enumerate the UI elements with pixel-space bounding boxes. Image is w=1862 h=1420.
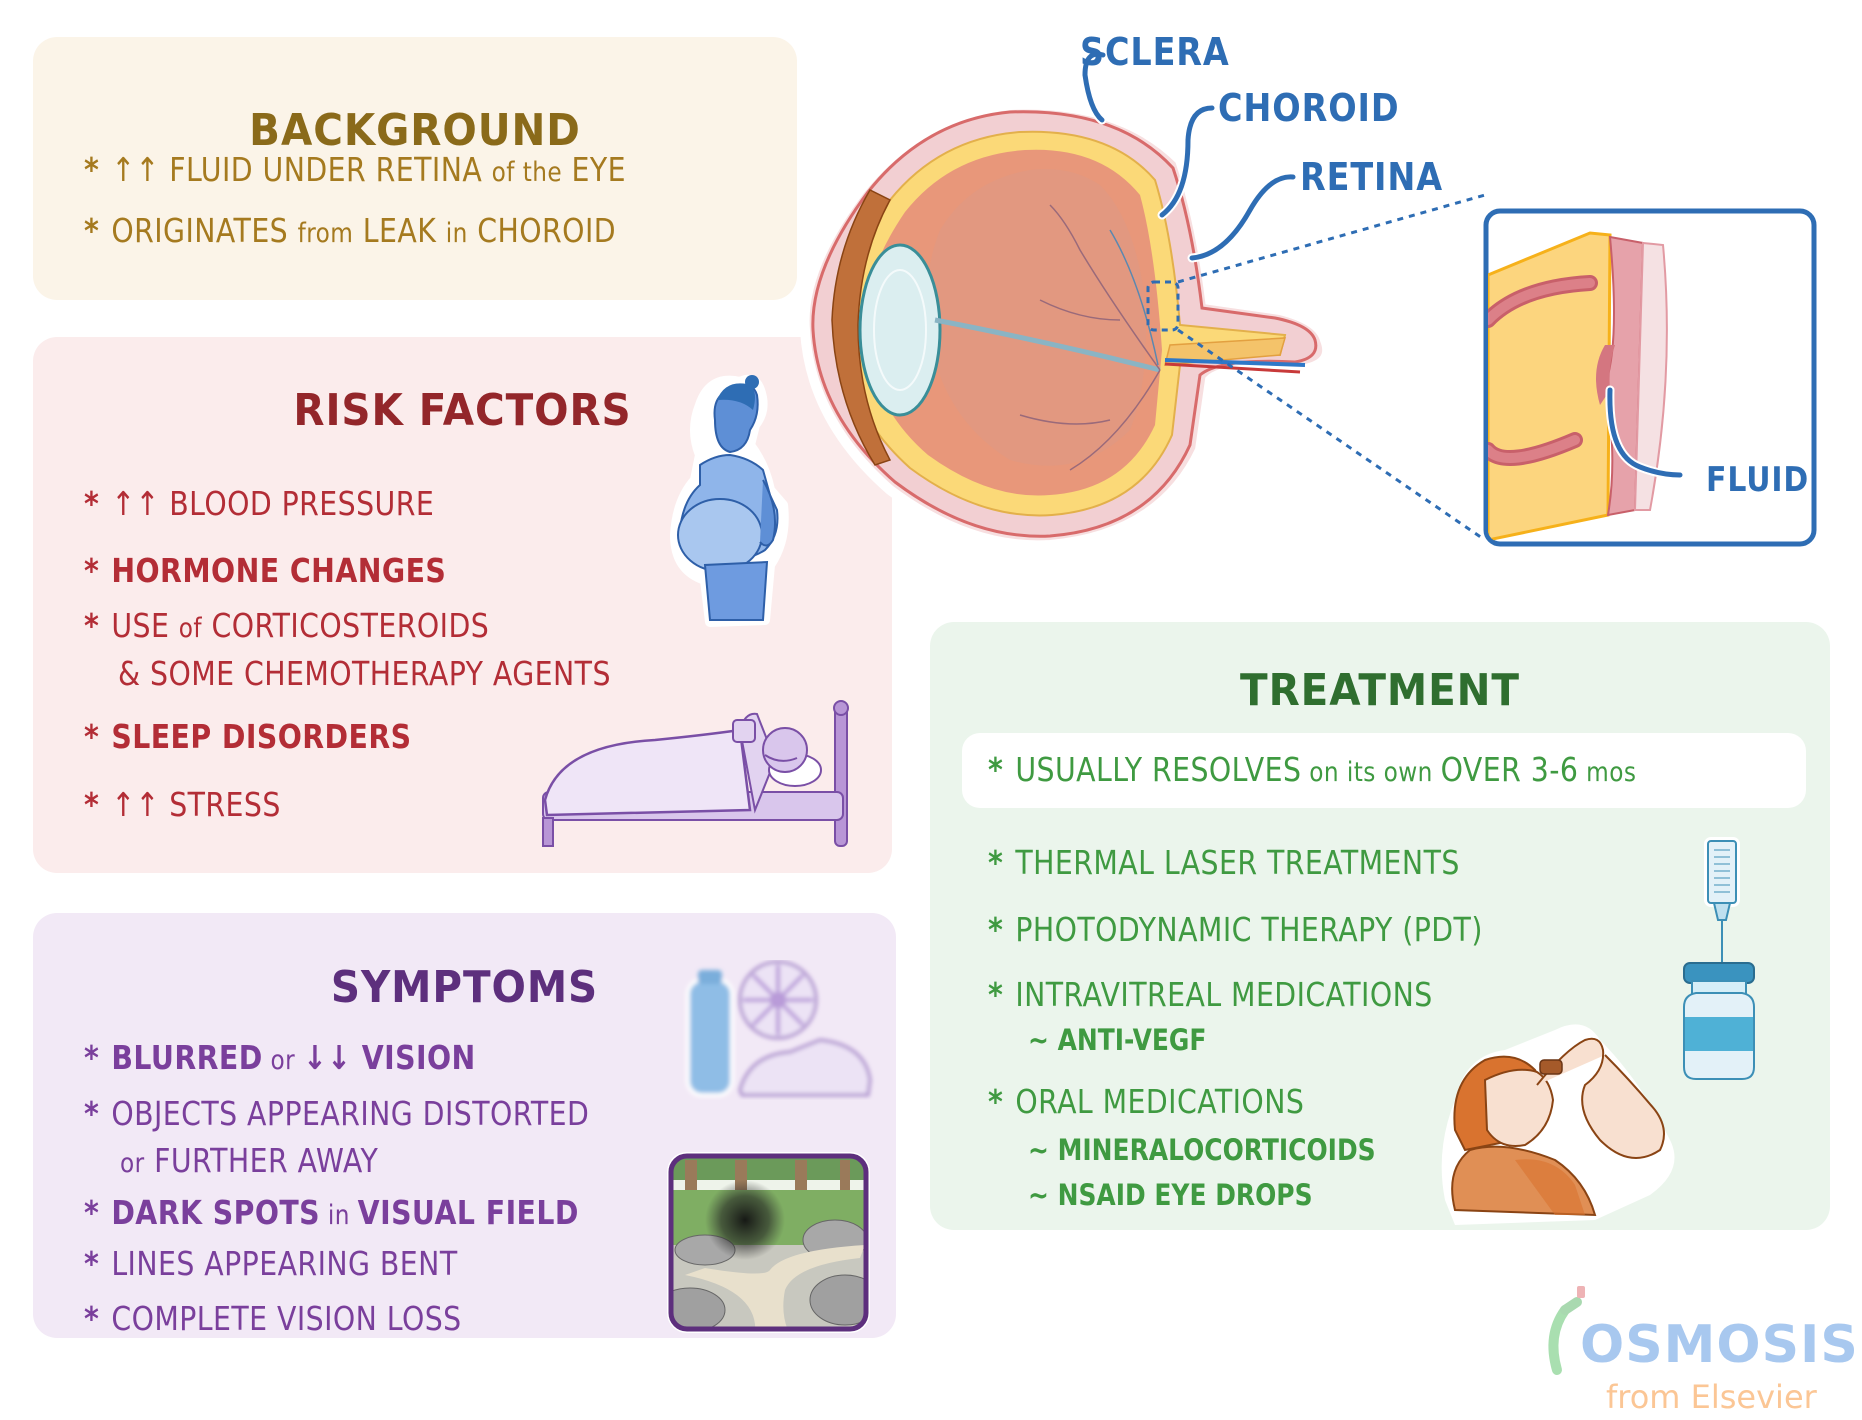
man-applying-eye-drops-illustration: [1441, 1024, 1675, 1225]
treatment-subitem: ~ MINERALOCORTICOIDS: [1028, 1133, 1376, 1167]
asterisk-bullet-icon: *: [988, 975, 1004, 1014]
syringe-vial-illustration: [1683, 837, 1755, 1080]
risk-factor-item: *SLEEP DISORDERS: [84, 717, 412, 756]
symptom-item: *COMPLETE VISION LOSS: [84, 1299, 462, 1338]
asterisk-bullet-icon: *: [988, 1082, 1004, 1121]
risk-factor-item: *↑↑ BLOOD PRESSURE: [84, 484, 435, 523]
treatment-item: *THERMAL LASER TREATMENTS: [988, 843, 1460, 882]
osmosis-logo-wordmark: OSMOSIS: [1580, 1315, 1859, 1375]
risk-factors-title: RISK FACTORS: [293, 385, 632, 436]
asterisk-bullet-icon: *: [988, 843, 1004, 882]
symptom-item: *OBJECTS APPEARING DISTORTED: [84, 1094, 590, 1133]
background-item: *↑↑ FLUID UNDER RETINA of the EYE: [84, 150, 627, 189]
treatment-callout-text: *USUALLY RESOLVES on its own OVER 3-6 mo…: [988, 750, 1637, 789]
osmosis-logo-mark-icon: [1548, 1286, 1585, 1375]
risk-factor-item: *HORMONE CHANGES: [84, 551, 447, 590]
symptom-item: *DARK SPOTS in VISUAL FIELD: [84, 1193, 579, 1232]
symptoms-title: SYMPTOMS: [330, 962, 599, 1013]
pregnant-woman-illustration: [670, 374, 789, 627]
symptom-item: *BLURRED or ↓↓ VISION: [84, 1038, 476, 1077]
asterisk-bullet-icon: *: [84, 717, 100, 756]
background-title: BACKGROUND: [249, 105, 581, 156]
asterisk-bullet-icon: *: [84, 606, 100, 645]
eye-label-choroid: CHOROID: [1218, 86, 1400, 130]
asterisk-bullet-icon: *: [84, 150, 100, 189]
asterisk-bullet-icon: *: [84, 551, 100, 590]
asterisk-bullet-icon: *: [988, 910, 1004, 949]
symptom-item: *LINES APPEARING BENT: [84, 1244, 458, 1283]
eye-cross-section-diagram: [799, 49, 1486, 551]
risk-factor-item: *↑↑ STRESS: [84, 785, 281, 824]
retina-detachment-inset: [1483, 208, 1817, 547]
asterisk-bullet-icon: *: [84, 1094, 100, 1133]
treatment-subitem: ~ NSAID EYE DROPS: [1028, 1178, 1313, 1212]
asterisk-bullet-icon: *: [84, 484, 100, 523]
blurred-vision-objects-illustration: [686, 960, 872, 1097]
asterisk-bullet-icon: *: [988, 750, 1004, 789]
asterisk-bullet-icon: *: [84, 785, 100, 824]
background-item: *ORIGINATES from LEAK in CHOROID: [84, 211, 617, 250]
dark-spot-visual-field-illustration: [667, 1152, 870, 1333]
treatment-item: *INTRAVITREAL MEDICATIONS: [988, 975, 1433, 1014]
treatment-panel: [930, 622, 1830, 1230]
treatment-item: *ORAL MEDICATIONS: [988, 1082, 1305, 1121]
osmosis-logo-subtitle: from Elsevier: [1606, 1378, 1817, 1416]
risk-factor-item-continuation: & SOME CHEMOTHERAPY AGENTS: [118, 654, 611, 693]
risk-factor-item: *USE of CORTICOSTEROIDS: [84, 606, 490, 645]
eye-label-retina: RETINA: [1300, 155, 1443, 199]
asterisk-bullet-icon: *: [84, 211, 100, 250]
treatment-callout-box: [962, 733, 1806, 808]
treatment-subitem: ~ ANTI-VEGF: [1028, 1023, 1207, 1057]
treatment-title: TREATMENT: [1240, 665, 1520, 716]
asterisk-bullet-icon: *: [84, 1244, 100, 1283]
sleep-apnea-cpap-illustration: [542, 700, 849, 847]
background-panel: BACKGROUND: [33, 37, 797, 300]
symptom-item-continuation: or FURTHER AWAY: [120, 1141, 379, 1180]
eye-label-sclera: SCLERA: [1080, 30, 1230, 74]
treatment-item: *PHOTODYNAMIC THERAPY (PDT): [988, 910, 1483, 949]
inset-label-fluid: FLUID: [1706, 460, 1810, 500]
asterisk-bullet-icon: *: [84, 1299, 100, 1338]
asterisk-bullet-icon: *: [84, 1038, 100, 1077]
asterisk-bullet-icon: *: [84, 1193, 100, 1232]
